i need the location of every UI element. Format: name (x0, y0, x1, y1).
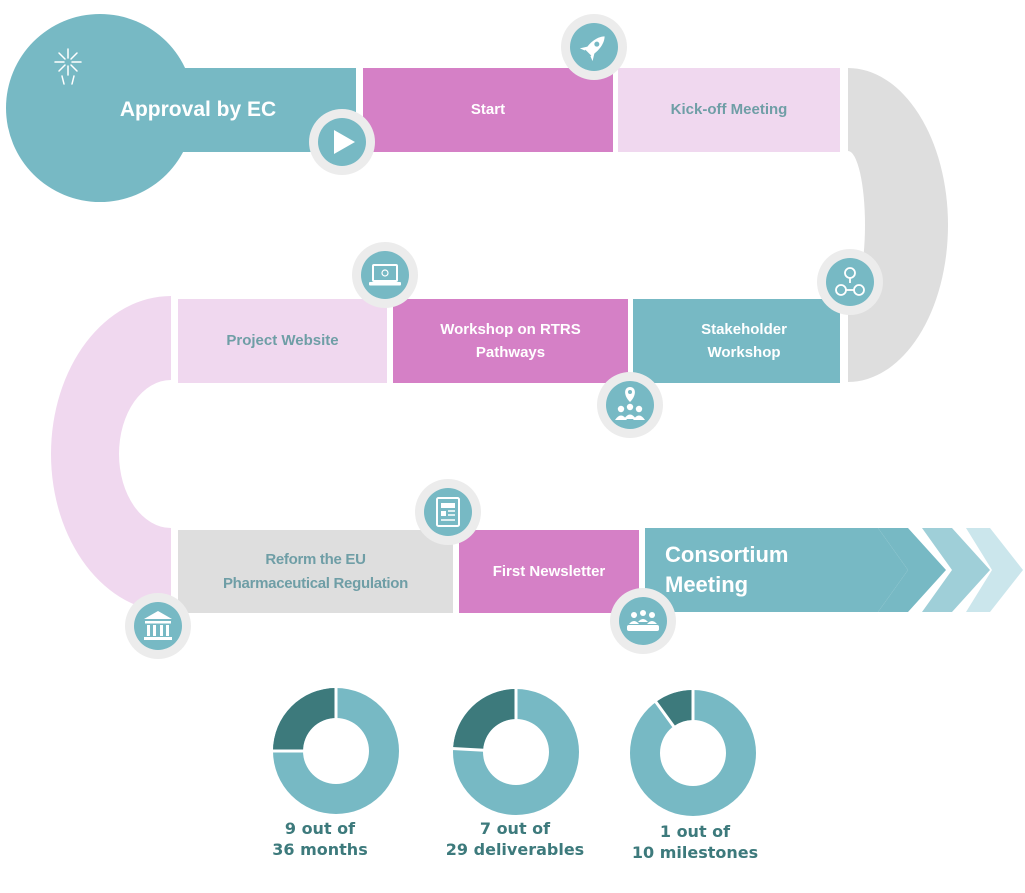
fireworks-icon (54, 48, 82, 85)
network-icon (817, 249, 883, 315)
progress-donuts (272, 687, 756, 816)
left-curve (51, 296, 171, 612)
donut-separator-deliverables-1 (452, 747, 485, 752)
consortium-band (645, 528, 908, 612)
chevron-2 (922, 528, 990, 612)
laptop-icon (352, 242, 418, 308)
newsletter-band (459, 530, 639, 613)
progress-label-milestones: 1 out of 10 milestones (631, 822, 759, 862)
stakeholder-band (633, 299, 840, 383)
donut-done-deliverables (453, 689, 516, 751)
milestone-reform: Reform the EU Pharmaceutical Regulation (222, 551, 409, 592)
meeting-icon (610, 588, 676, 654)
map-pin-group-icon (597, 372, 663, 438)
milestone-approval: Approval by EC (119, 97, 277, 121)
rocket-icon (561, 14, 627, 80)
donut-done-milestones (655, 690, 693, 727)
website-band (178, 299, 387, 383)
play-icon (309, 109, 375, 175)
donut-done-months (273, 688, 336, 751)
milestone-stakeholder: Stakeholder Workshop (701, 320, 787, 361)
kickoff-band (618, 68, 840, 152)
rtrs-band (393, 299, 628, 383)
right-curve (848, 68, 948, 382)
chevron-1 (878, 528, 946, 612)
donut-separator-milestones-1 (654, 700, 676, 728)
start-band (363, 68, 613, 152)
progress-label-deliverables: 7 out of 29 deliverables (445, 819, 585, 859)
milestone-website: Project Website (226, 332, 339, 350)
newspaper-icon (415, 479, 481, 545)
milestone-rtrs: Workshop on RTRS Pathways (440, 320, 581, 361)
milestone-start: Start (470, 101, 506, 119)
milestone-kickoff: Kick-off Meeting (670, 101, 788, 119)
milestone-newsletter: First Newsletter (492, 562, 606, 580)
chevron-3 (966, 528, 1023, 612)
progress-label-months: 9 out of 36 months (272, 819, 368, 859)
milestone-consortium: Consortium Meeting (665, 542, 789, 597)
reform-band (178, 530, 453, 613)
bank-icon (125, 593, 191, 659)
donut-remaining-milestones (630, 690, 756, 816)
